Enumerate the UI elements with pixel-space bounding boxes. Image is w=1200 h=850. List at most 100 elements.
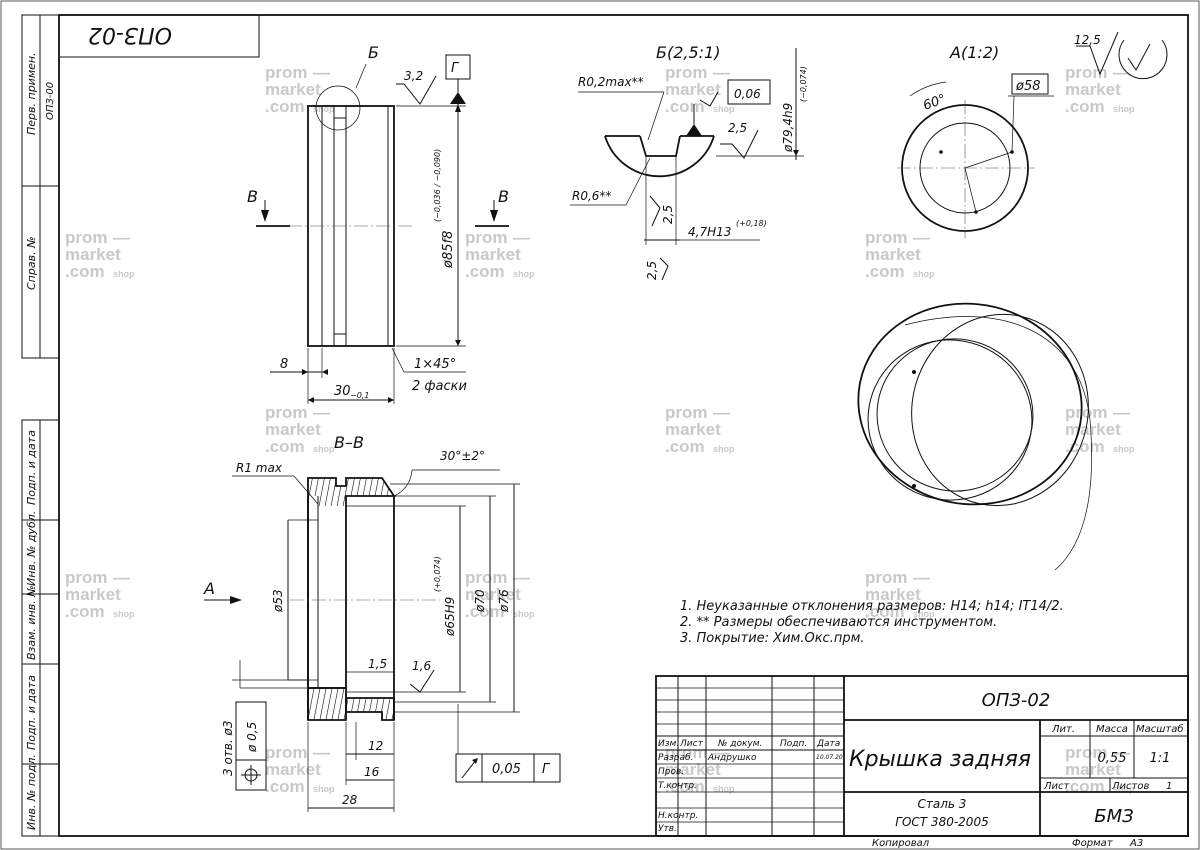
top-code-box: ОПЗ-02 <box>58 14 260 58</box>
main-dia-tol: (−0,036 / −0,090) <box>433 149 442 222</box>
watermark-line-3: .com <box>665 97 705 116</box>
watermark-line-2: market <box>1065 420 1121 439</box>
side-stamp: Перв. примен. ОПЗ-00 Справ. № Подп. и да… <box>21 14 60 837</box>
watermark-line-2: market <box>665 760 721 779</box>
dia-65: ø65H9 <box>443 597 457 637</box>
detail-b-title: Б(2,5:1) <box>656 43 720 62</box>
title-block: ОПЗ-02 Крышка задняя Сталь 3 ГОСТ 380-20… <box>655 675 1189 849</box>
watermark-line-4: shop <box>913 269 935 279</box>
tb-scale-val: 1:1 <box>1150 751 1171 766</box>
watermark-line-2: market <box>865 585 921 604</box>
watermark-dash: — <box>1113 63 1130 82</box>
tb-row-razrab: Разраб. <box>658 753 693 763</box>
watermark-line-1: prom <box>865 228 908 247</box>
detail-b: Б(2,5:1) R0,2max** R0,6** 0,06 2,5 ø79,4… <box>570 43 808 281</box>
tb-col-doc: № докум. <box>717 739 762 749</box>
r1-label: R1 max <box>236 461 283 475</box>
watermark-line-4: shop <box>313 784 335 794</box>
watermark-line-1: prom <box>1065 743 1108 762</box>
rough-16: 1,6 <box>412 659 431 673</box>
watermark-line-3: .com <box>1065 777 1105 796</box>
watermark-dash: — <box>713 743 730 762</box>
tb-row-tkontr: Т.контр. <box>658 781 697 791</box>
watermark-line-3: .com <box>465 262 505 281</box>
watermark-line-1: prom <box>465 228 508 247</box>
watermark-line-2: market <box>265 420 321 439</box>
watermark-line-1: prom <box>65 228 108 247</box>
tb-name: Крышка задняя <box>849 747 1031 772</box>
holes-label: 3 отв. ø3 <box>221 721 235 776</box>
watermark-dash: — <box>713 63 730 82</box>
tb-row-utv: Утв. <box>658 824 677 834</box>
watermark-line-1: prom <box>65 568 108 587</box>
watermark-line-3: .com <box>665 777 705 796</box>
pos-tol: ø 0,5 <box>245 722 259 753</box>
watermark-line-1: prom <box>665 63 708 82</box>
tb-kopiroval: Копировал <box>872 838 930 849</box>
stamp-value-perv: ОПЗ-00 <box>45 82 56 120</box>
watermark-line-4: shop <box>1113 444 1135 454</box>
section-bb: В–В R1 max 30°±2° А ø53 <box>203 433 561 812</box>
dia-53: ø53 <box>271 589 285 613</box>
chamfer-note: 2 фаски <box>412 379 467 394</box>
detail-b-width: 4,7H13 <box>688 225 731 239</box>
section-arrow-right: В <box>498 187 509 206</box>
note-2: 2. ** Размеры обеспечиваются инструменто… <box>680 615 997 630</box>
detail-b-rough1: 2,5 <box>728 121 747 135</box>
tb-col-izm: Изм. <box>658 739 679 749</box>
stamp-label-inv-podl: Инв. № подл. <box>25 754 38 830</box>
watermark-line-1: prom <box>465 568 508 587</box>
tb-code: ОПЗ-02 <box>982 690 1051 711</box>
watermark-line-3: .com <box>1065 437 1105 456</box>
detail-a-angle: 60° <box>921 92 948 114</box>
main-dia: ø85f8 <box>441 231 456 269</box>
watermark-line-2: market <box>665 80 721 99</box>
watermark: prom —market.com shop <box>1065 403 1135 456</box>
top-code-text: ОПЗ-02 <box>88 22 172 47</box>
tb-format-val: А3 <box>1129 838 1143 849</box>
dia-70: ø70 <box>473 589 487 613</box>
watermark-dash: — <box>713 403 730 422</box>
stamp-label-podp1: Подп. и дата <box>25 430 38 505</box>
watermark-line-1: prom <box>865 568 908 587</box>
detail-a-title: А(1:2) <box>949 43 999 62</box>
tb-row-prov: Пров. <box>658 767 684 777</box>
watermark-dash: — <box>113 568 130 587</box>
detail-b-dia: ø79,4h9 <box>781 103 795 153</box>
stamp-label-vzam: Взам. инв. № <box>25 585 38 660</box>
watermark-dash: — <box>513 568 530 587</box>
watermark-dash: — <box>1113 403 1130 422</box>
runout-datum: Г <box>542 762 551 777</box>
tb-razrab-name: Андрушко <box>707 753 757 763</box>
detail-b-rough2: 2,5 <box>661 205 675 224</box>
dim-30: 30 <box>334 384 351 399</box>
watermark-line-4: shop <box>1113 104 1135 114</box>
r06-label: R0,6** <box>572 189 611 203</box>
watermark-line-4: shop <box>713 444 735 454</box>
watermark-dash: — <box>113 228 130 247</box>
watermark-line-4: shop <box>313 104 335 114</box>
detail-a-dia: ø58 <box>1015 79 1041 94</box>
stamp-label-podp2: Подп. и дата <box>25 675 38 750</box>
detail-a: А(1:2) 60° ø58 12,5 <box>897 31 1168 238</box>
watermark-line-4: shop <box>1113 784 1135 794</box>
tb-listov: Листов <box>1111 781 1149 792</box>
dim-28: 28 <box>342 793 358 807</box>
watermark-line-2: market <box>665 420 721 439</box>
watermark-line-2: market <box>265 80 321 99</box>
watermark-line-1: prom <box>265 743 308 762</box>
watermark-line-2: market <box>65 245 121 264</box>
r02-label: R0,2max** <box>578 75 644 89</box>
dia-76: ø76 <box>497 589 511 613</box>
detail-b-rough3: 2,5 <box>645 261 659 280</box>
watermark-line-1: prom <box>1065 403 1108 422</box>
